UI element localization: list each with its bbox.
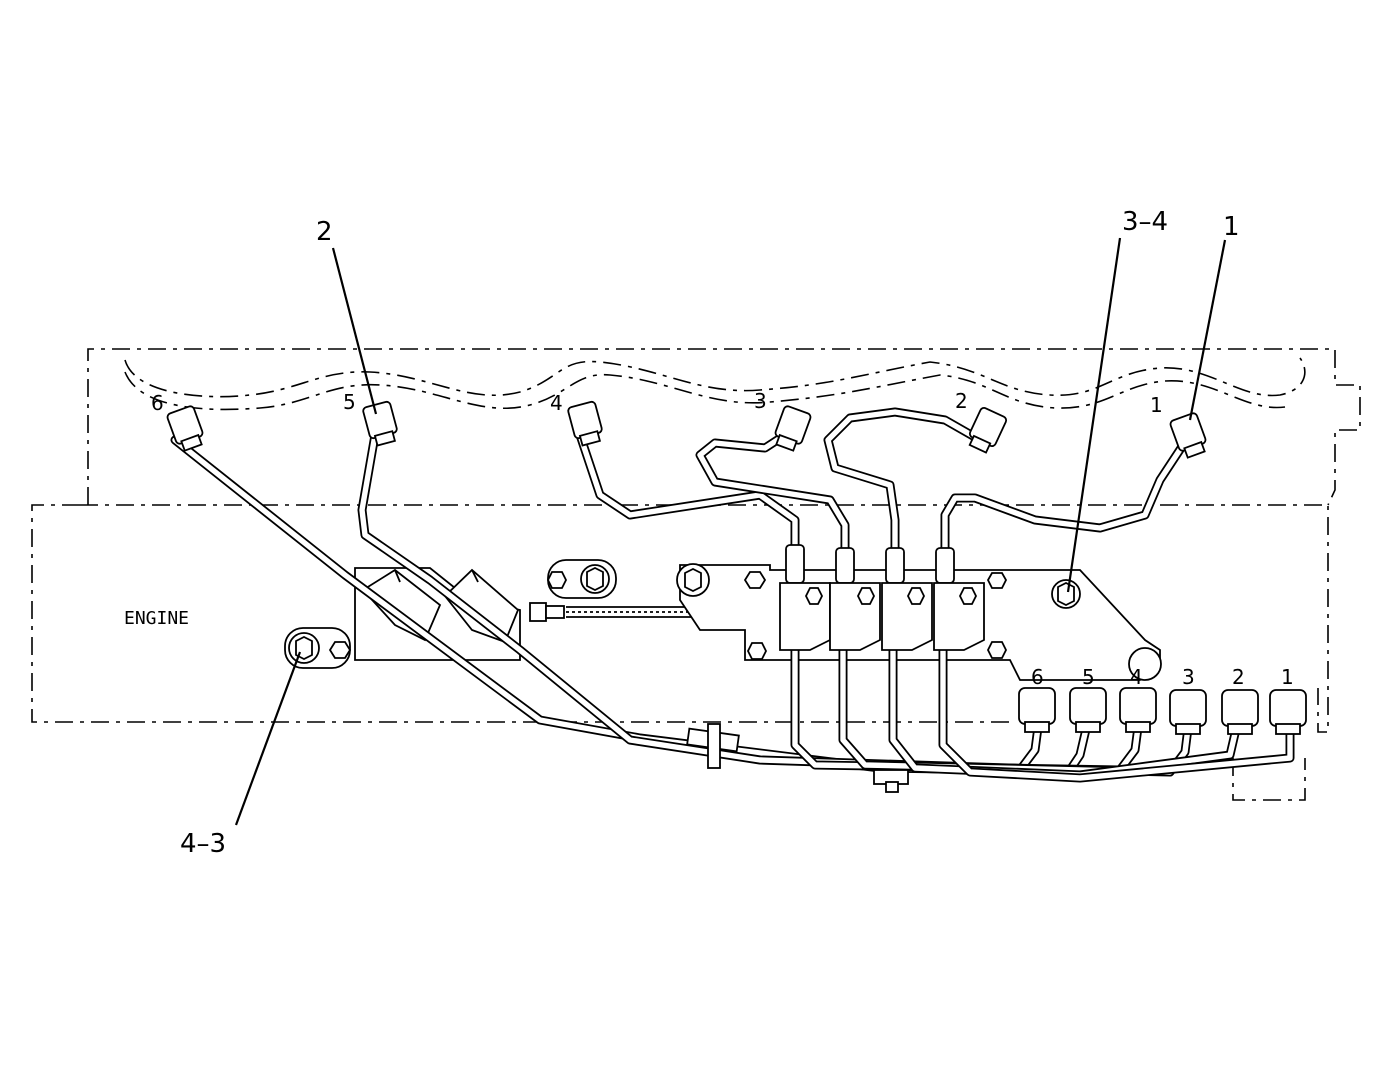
- leader-lines: [234, 237, 1227, 826]
- tube-clamps: [361, 568, 520, 644]
- injector-nuts: [166, 400, 1207, 459]
- engine-label: ENGINE: [124, 608, 189, 629]
- leader-4-3: [234, 651, 302, 826]
- pump-outlet-number: 1: [1281, 665, 1294, 689]
- injector-number: 4: [550, 391, 563, 415]
- pump-outlet-number: 2: [1232, 665, 1245, 689]
- pump-outlet-number: 4: [1130, 665, 1143, 689]
- lower-tube-clamp: [686, 723, 909, 793]
- callout-label: 4–3: [180, 829, 226, 859]
- injector-number: 2: [955, 389, 968, 413]
- leader-2: [331, 247, 378, 415]
- leader-1: [1188, 239, 1227, 421]
- pump-outlet-number: 5: [1082, 665, 1095, 689]
- leader-3-4: [1066, 237, 1122, 593]
- pump-outlet-number: 6: [1031, 665, 1044, 689]
- pump-outlet-nuts: [1018, 687, 1307, 735]
- injector-number: 5: [343, 390, 356, 414]
- injector-number: 3: [754, 389, 767, 413]
- pump-fittings: [779, 544, 985, 651]
- callout-label: 1: [1223, 212, 1240, 242]
- fuel-tubes: [170, 407, 1295, 783]
- injector-number: 1: [1150, 393, 1163, 417]
- engine-block-outline: [31, 504, 1329, 801]
- callout-label: 2: [316, 217, 333, 247]
- cylinder-head-outline: [87, 348, 1361, 506]
- pump-outlet-number: 3: [1182, 665, 1195, 689]
- callout-label: 3–4: [1122, 207, 1168, 237]
- injector-number: 6: [151, 391, 164, 415]
- upper-bracket: [546, 559, 617, 599]
